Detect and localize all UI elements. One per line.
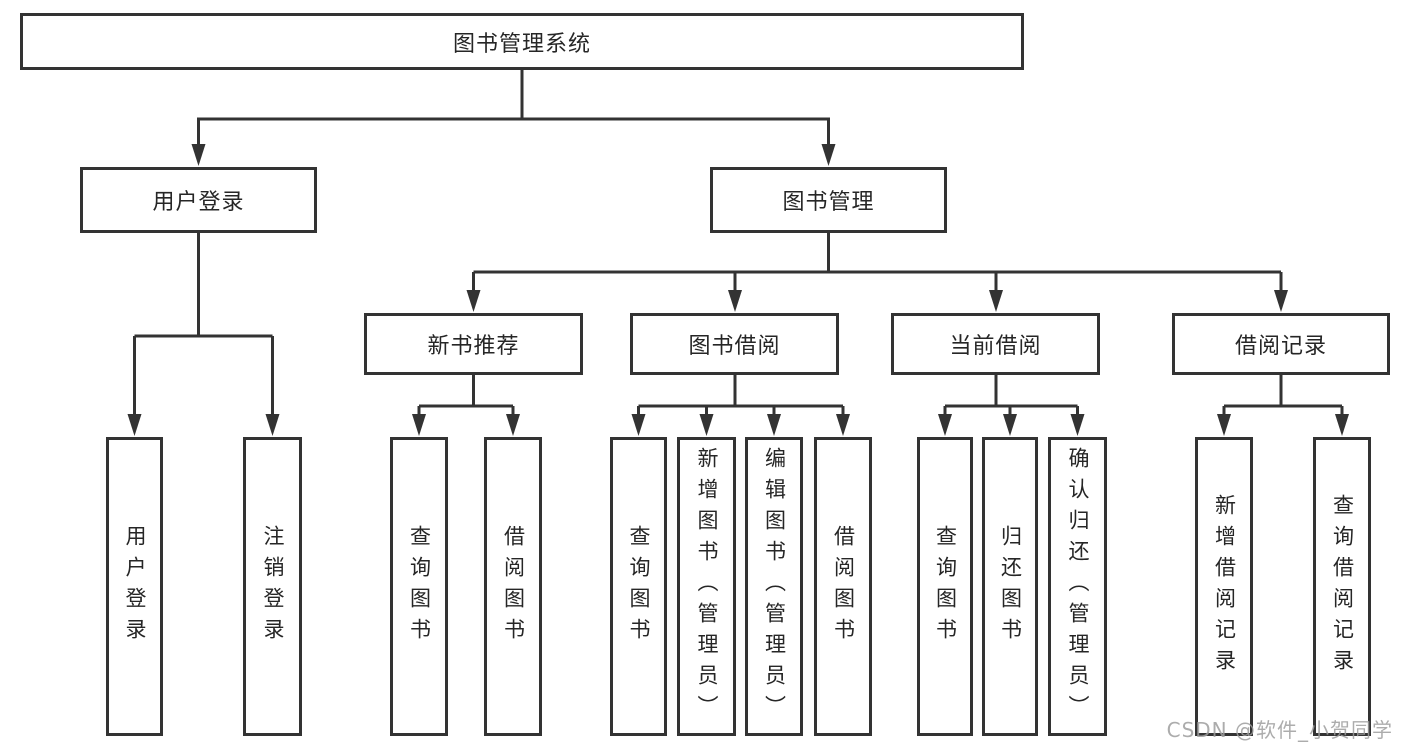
leaf-query-books-recommend-label: 查询图书: [407, 524, 432, 649]
arrowhead: [728, 290, 742, 312]
connector-current-to-leaves: [943, 375, 1079, 418]
connector-borrow-to-leaves: [637, 375, 845, 418]
node-new-book-recommend: 新书推荐: [364, 313, 583, 375]
arrowhead: [127, 414, 142, 436]
arrowhead: [1217, 414, 1231, 436]
node-book-management: 图书管理: [710, 167, 947, 233]
node-borrow-record-label: 借阅记录: [1234, 334, 1327, 359]
arrowhead: [767, 414, 781, 436]
arrowhead: [265, 414, 280, 436]
connector-record-to-leaves: [1222, 375, 1344, 418]
connector-book-management-to-level3: [472, 232, 1283, 294]
arrowhead: [989, 290, 1003, 312]
leaf-query-books-borrow-label: 查询图书: [627, 524, 651, 649]
leaf-query-borrow-record-label: 查询借阅记录: [1330, 493, 1355, 680]
arrowhead: [699, 414, 714, 436]
watermark: CSDN @软件_小贺同学: [1166, 718, 1393, 742]
leaf-confirm-return-admin: 确认归还（管理员）: [1048, 437, 1107, 736]
connector-root-to-level2: [197, 69, 830, 148]
leaf-add-books-admin-label: 新增图书（管理员）: [695, 447, 719, 726]
node-new-book-recommend-label: 新书推荐: [427, 334, 520, 359]
leaf-add-borrow-record: 新增借阅记录: [1195, 437, 1253, 736]
leaf-borrow-books-recommend: 借阅图书: [484, 437, 542, 736]
arrowhead: [506, 414, 520, 436]
leaf-edit-books-admin: 编辑图书（管理员）: [745, 437, 803, 736]
connector-recommend-to-leaves: [417, 375, 515, 418]
arrowhead: [466, 290, 481, 312]
leaf-return-books: 归还图书: [982, 437, 1038, 736]
arrowhead: [1274, 290, 1288, 312]
leaf-logout-login-label: 注销登录: [261, 524, 285, 649]
node-current-borrow: 当前借阅: [891, 313, 1100, 375]
leaf-confirm-return-admin-label: 确认归还（管理员）: [1066, 447, 1090, 726]
leaf-logout-login: 注销登录: [243, 437, 302, 736]
arrowhead: [191, 144, 206, 166]
leaf-add-books-admin: 新增图书（管理员）: [677, 437, 736, 736]
leaf-query-books-current-label: 查询图书: [933, 524, 958, 649]
arrowheads: [127, 144, 1349, 436]
leaf-add-borrow-record-label: 新增借阅记录: [1212, 493, 1237, 680]
leaf-user-login: 用户登录: [106, 437, 163, 736]
arrowhead: [1335, 414, 1349, 436]
leaf-return-books-label: 归还图书: [998, 524, 1023, 649]
arrowhead: [1003, 414, 1017, 436]
arrowhead: [836, 414, 850, 436]
leaf-query-borrow-record: 查询借阅记录: [1313, 437, 1371, 736]
leaf-query-books-recommend: 查询图书: [390, 437, 448, 736]
leaf-borrow-books-label: 借阅图书: [831, 524, 856, 649]
node-book-management-label: 图书管理: [782, 190, 875, 215]
node-user-login: 用户登录: [80, 167, 317, 233]
node-book-borrow: 图书借阅: [630, 313, 839, 375]
arrowhead: [1070, 414, 1085, 436]
leaf-user-login-label: 用户登录: [123, 524, 147, 649]
node-user-login-label: 用户登录: [152, 190, 245, 215]
arrowhead: [412, 414, 426, 436]
arrowhead: [631, 414, 646, 436]
arrowhead: [938, 414, 952, 436]
leaf-edit-books-admin-label: 编辑图书（管理员）: [762, 447, 787, 726]
leaf-borrow-books: 借阅图书: [814, 437, 872, 736]
node-current-borrow-label: 当前借阅: [949, 334, 1042, 359]
node-book-borrow-label: 图书借阅: [688, 334, 781, 359]
connector-user-login-to-leaves: [133, 232, 274, 418]
node-root: 图书管理系统: [20, 13, 1024, 70]
leaf-query-books-borrow: 查询图书: [610, 437, 667, 736]
leaf-query-books-current: 查询图书: [917, 437, 973, 736]
node-borrow-record: 借阅记录: [1172, 313, 1390, 375]
leaf-borrow-books-recommend-label: 借阅图书: [501, 524, 526, 649]
node-root-label: 图书管理系统: [452, 31, 591, 57]
arrowhead: [821, 144, 836, 166]
